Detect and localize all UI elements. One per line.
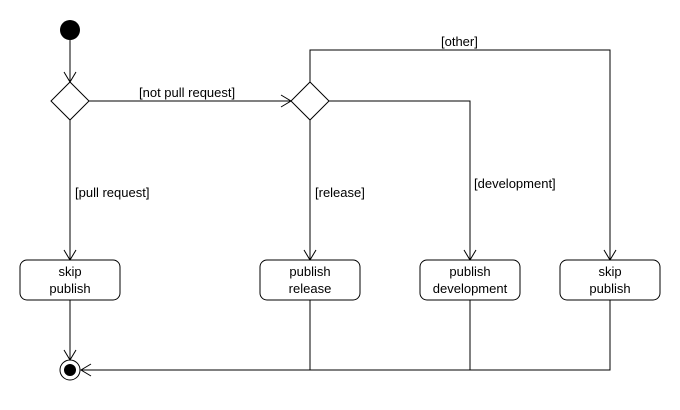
- decision-node-branch-type: [290, 81, 330, 121]
- action-skip-publish-left: skip publish: [19, 259, 121, 301]
- action-publish-release-line1: publish: [289, 264, 330, 279]
- action-publish-development: publish development: [419, 259, 521, 301]
- decision-node-pull-request: [50, 81, 90, 121]
- action-skip-publish-left-line1: skip: [58, 264, 81, 279]
- action-skip-publish-right: skip publish: [559, 259, 661, 301]
- flow-development: [329, 100, 471, 260]
- initial-node: [60, 20, 80, 40]
- action-publish-development-line2: development: [433, 281, 508, 296]
- guard-other: [other]: [441, 34, 478, 49]
- action-skip-publish-right-line1: skip: [598, 264, 621, 279]
- guard-not-pull-request: [not pull request]: [139, 85, 235, 100]
- final-node: [59, 359, 81, 381]
- guard-pull-request: [pull request]: [75, 185, 149, 200]
- action-publish-release: publish release: [259, 259, 361, 301]
- flow-merge-to-final: [81, 300, 611, 371]
- guard-development: [development]: [474, 176, 556, 191]
- action-skip-publish-left-line2: publish: [49, 281, 90, 296]
- action-publish-release-line2: release: [289, 281, 332, 296]
- action-skip-publish-right-line2: publish: [589, 281, 630, 296]
- action-publish-development-line1: publish: [449, 264, 490, 279]
- flow-other: [309, 49, 611, 260]
- guard-release: [release]: [315, 185, 365, 200]
- arrowhead-merge-to-final: [80, 363, 92, 377]
